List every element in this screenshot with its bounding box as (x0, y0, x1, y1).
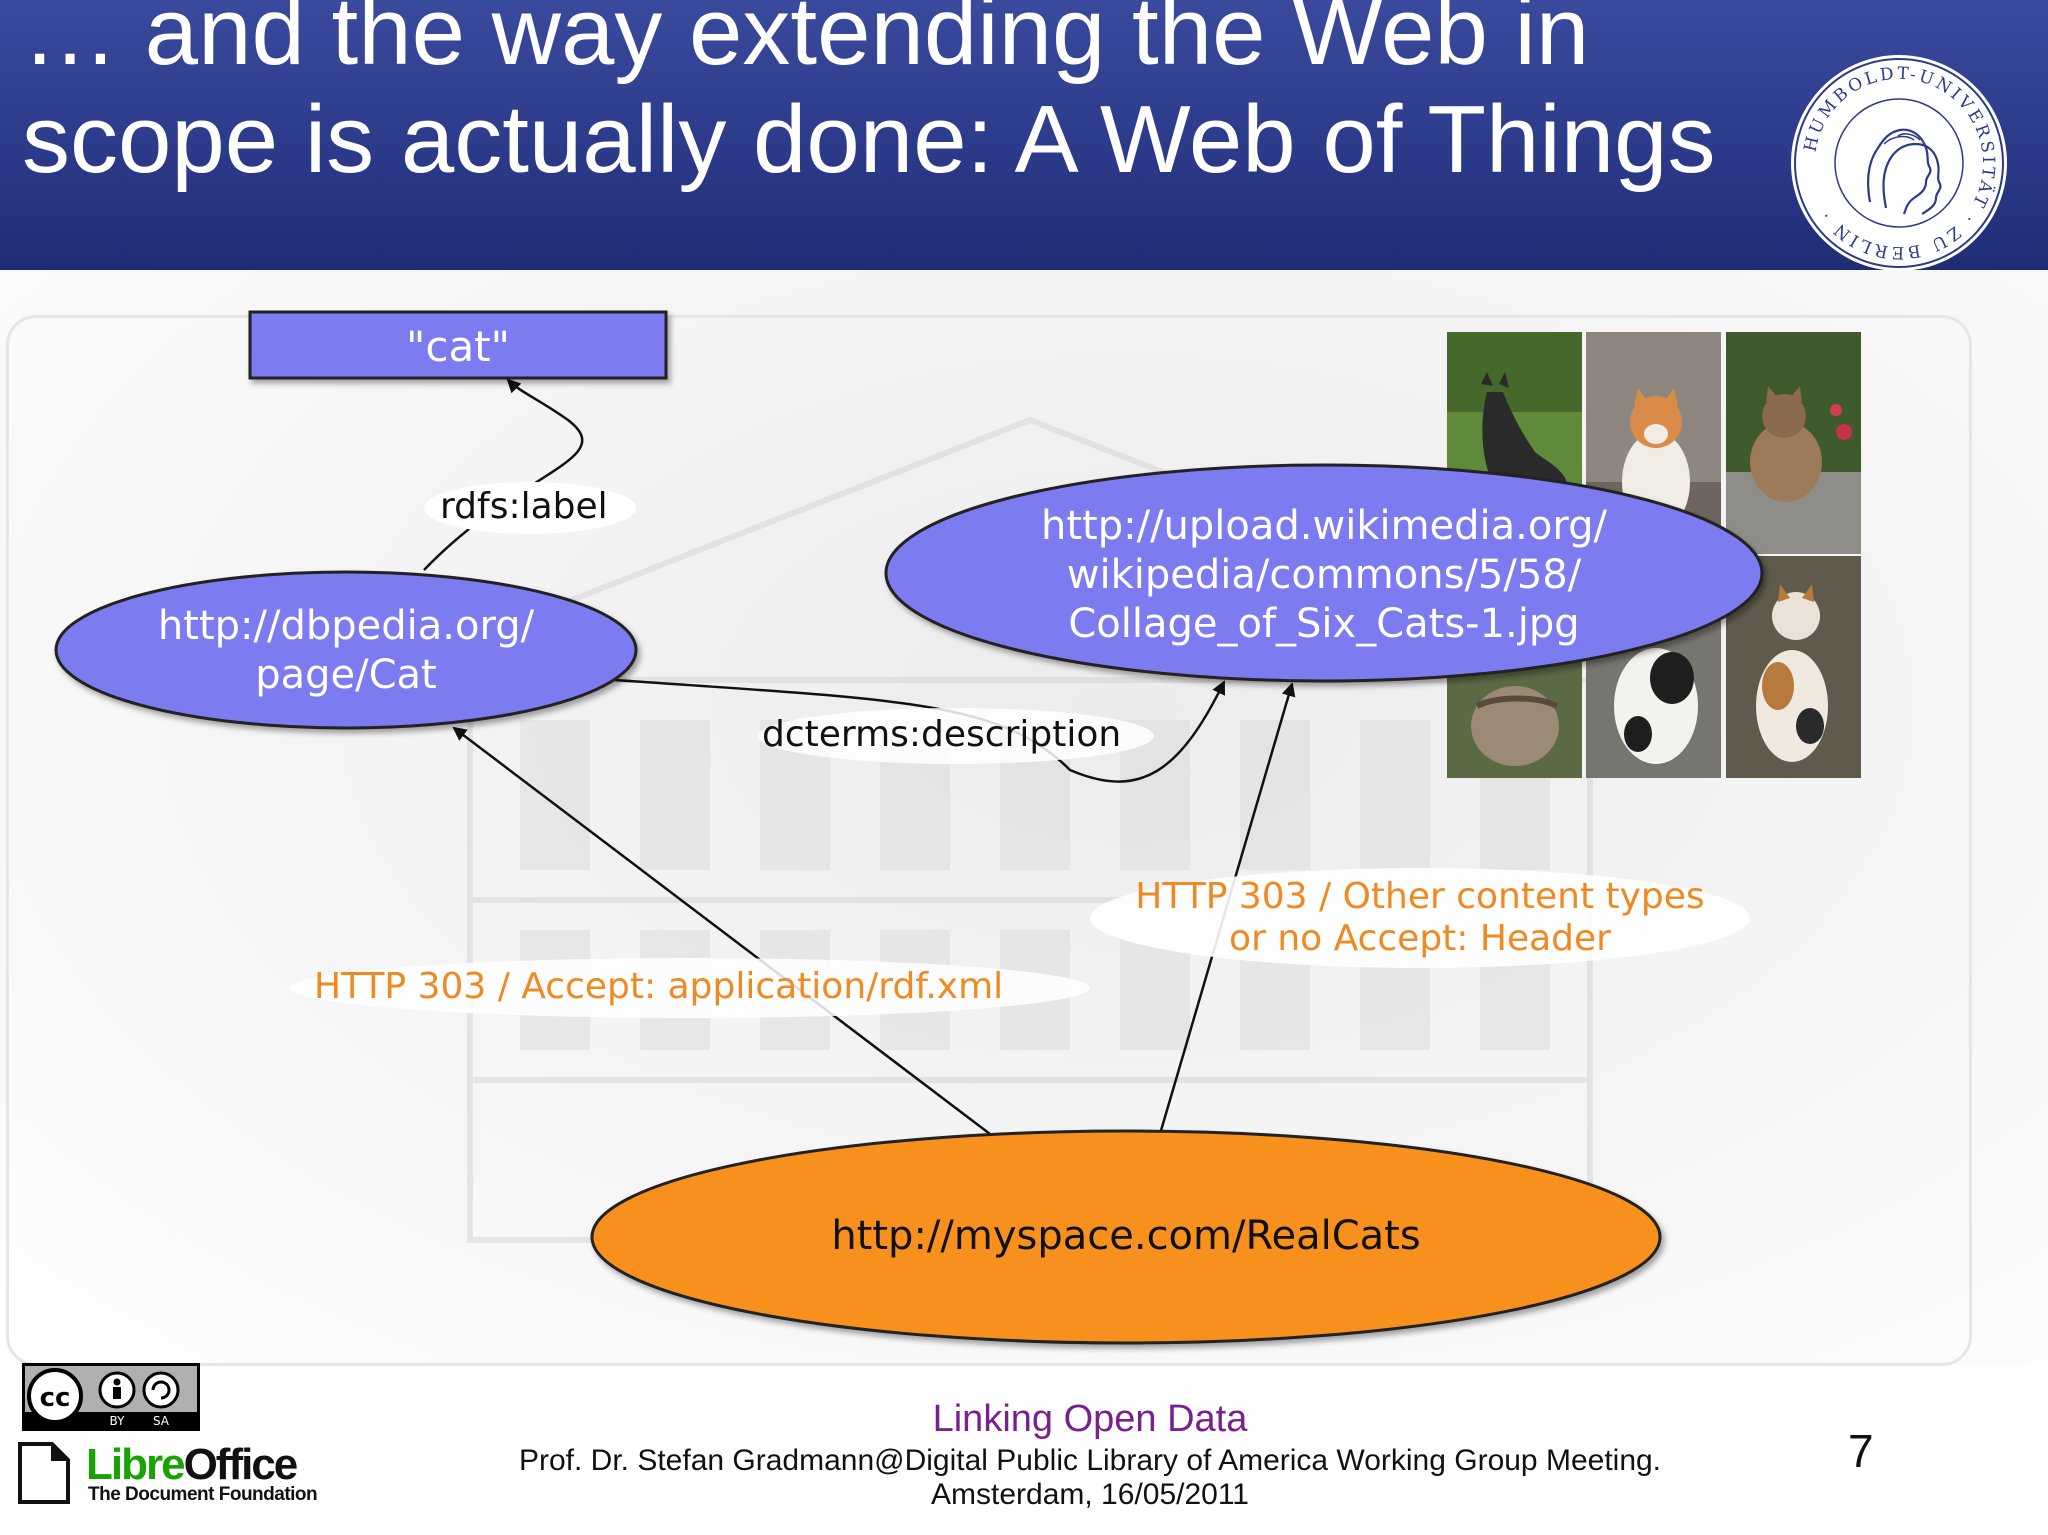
wikimedia-node-line-1: http://upload.wikimedia.org/ (1041, 503, 1607, 549)
creative-commons-badge: cc BY SA (22, 1363, 200, 1431)
footer-credit: Prof. Dr. Stefan Gradmann@Digital Public… (420, 1444, 1760, 1512)
myspace-node-shape (590, 1129, 1662, 1345)
cc-by-label: BY (110, 1414, 126, 1428)
wikimedia-node-line-2: wikipedia/commons/5/58/ (1066, 552, 1582, 598)
wikimedia-node-line-3: Collage_of_Six_Cats-1.jpg (1068, 601, 1580, 647)
edge-rdfs-label (423, 378, 584, 571)
cc-sa-label: SA (153, 1414, 170, 1428)
cat-literal-node: "cat" (406, 322, 510, 371)
diagram-frame (6, 315, 1972, 1366)
wikimedia-node-shape (884, 463, 1764, 683)
edge-label-http303-other: HTTP 303 / Other content types or no Acc… (1110, 876, 1730, 960)
dbpedia-node-shape (54, 570, 638, 730)
dbpedia-node-line-1: http://dbpedia.org/ (157, 603, 535, 649)
cc-by-sa-icon: cc BY SA (25, 1368, 197, 1428)
footer-topic: Linking Open Data (932, 1398, 1248, 1440)
footer-credit-line-2: Amsterdam, 16/05/2011 (931, 1478, 1249, 1511)
edge-label-dcterms-description: dcterms:description (762, 714, 1122, 755)
wikimedia-node: http://upload.wikimedia.org/ wikipedia/c… (886, 502, 1762, 649)
libreoffice-wordmark-office: Office (183, 1440, 299, 1489)
edge-label-http303-other-line-2: or no Accept: Header (1229, 918, 1611, 959)
document-icon (18, 1442, 70, 1504)
edge-http303-rdf (452, 726, 991, 1135)
humboldt-university-seal: HUMBOLDT-UNIVERSITÄT · ZU BERLIN · (1791, 55, 2007, 271)
libreoffice-wordmark-libre: Libre (86, 1440, 186, 1489)
edge-label-rdfs-label: rdfs:label (440, 486, 608, 527)
myspace-node: http://myspace.com/RealCats (831, 1213, 1421, 1259)
page-number: 7 (1848, 1425, 1874, 1477)
cat-photo-6 (1726, 556, 1861, 778)
slide-title: … and the way extending the Web in scope… (22, 0, 1716, 193)
edge-label-http303-rdf: HTTP 303 / Accept: application/rdf.xml (314, 966, 1004, 1007)
footer-credit-line-1: Prof. Dr. Stefan Gradmann@Digital Public… (518, 1444, 1662, 1477)
edge-label-http303-other-line-1: HTTP 303 / Other content types (1135, 876, 1705, 917)
dbpedia-node-line-2: page/Cat (255, 652, 437, 698)
cat-literal-box-shape (248, 310, 668, 380)
svg-text:cc: cc (40, 1383, 71, 1413)
slide-header: … and the way extending the Web in scope… (0, 0, 2048, 271)
libreoffice-logo (0, 1432, 320, 1514)
cat-photo-3 (1726, 332, 1861, 554)
libreoffice-subtitle: The Document Foundation (88, 1484, 318, 1505)
libreoffice-wordmark: LibreOffice (86, 1440, 299, 1490)
dbpedia-node: http://dbpedia.org/ page/Cat (56, 602, 636, 700)
